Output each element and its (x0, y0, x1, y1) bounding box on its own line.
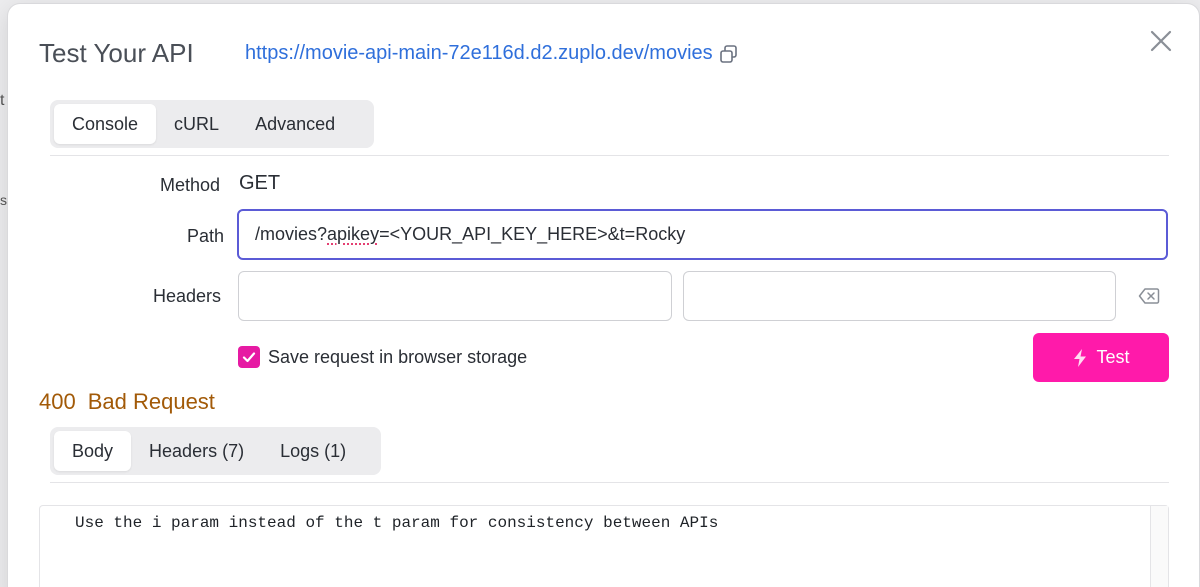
method-value: GET (239, 172, 280, 195)
background-fragment: s (0, 192, 7, 208)
response-tabs: Body Headers (7) Logs (1) (50, 427, 381, 475)
tab-console[interactable]: Console (54, 104, 156, 144)
tab-curl[interactable]: cURL (156, 104, 237, 144)
endpoint-url[interactable]: https://movie-api-main-72e116d.d2.zuplo.… (245, 42, 739, 65)
checkmark-icon (242, 350, 256, 364)
status-text: Bad Request (88, 389, 215, 415)
bolt-icon (1072, 348, 1088, 368)
test-button-label: Test (1096, 347, 1129, 368)
status-code: 400 (39, 389, 76, 415)
divider (50, 482, 1169, 483)
path-text-apikey: apikey (327, 224, 379, 245)
request-tabs: Console cURL Advanced (50, 100, 374, 148)
endpoint-url-text[interactable]: https://movie-api-main-72e116d.d2.zuplo.… (245, 42, 713, 65)
method-label: Method (160, 175, 220, 196)
tab-advanced[interactable]: Advanced (237, 104, 353, 144)
background-fragment: t (0, 92, 4, 110)
copy-icon[interactable] (719, 44, 739, 64)
backspace-icon[interactable] (1138, 287, 1160, 305)
response-scrollbar[interactable] (1150, 506, 1168, 587)
headers-label: Headers (153, 286, 221, 307)
path-label: Path (187, 226, 224, 247)
header-value-input[interactable] (683, 271, 1116, 321)
tab-response-headers[interactable]: Headers (7) (131, 431, 262, 471)
save-request-label[interactable]: Save request in browser storage (268, 347, 527, 368)
path-text-prefix: /movies? (255, 224, 327, 245)
path-text-suffix: =<YOUR_API_KEY_HERE>&t=Rocky (379, 224, 685, 245)
tab-logs[interactable]: Logs (1) (262, 431, 364, 471)
tab-body[interactable]: Body (54, 431, 131, 471)
test-button[interactable]: Test (1033, 333, 1169, 382)
response-body-panel[interactable]: Use the i param instead of the t param f… (39, 505, 1169, 587)
response-status: 400 Bad Request (39, 389, 215, 415)
save-request-checkbox[interactable] (238, 346, 260, 368)
dialog-title: Test Your API (39, 38, 194, 69)
response-body-text: Use the i param instead of the t param f… (75, 514, 718, 532)
path-input[interactable]: /movies?apikey=<YOUR_API_KEY_HERE>&t=Roc… (237, 209, 1168, 260)
divider (50, 155, 1169, 156)
header-name-input[interactable] (238, 271, 672, 321)
test-api-dialog: Test Your API https://movie-api-main-72e… (8, 4, 1199, 587)
close-icon[interactable] (1148, 28, 1174, 54)
